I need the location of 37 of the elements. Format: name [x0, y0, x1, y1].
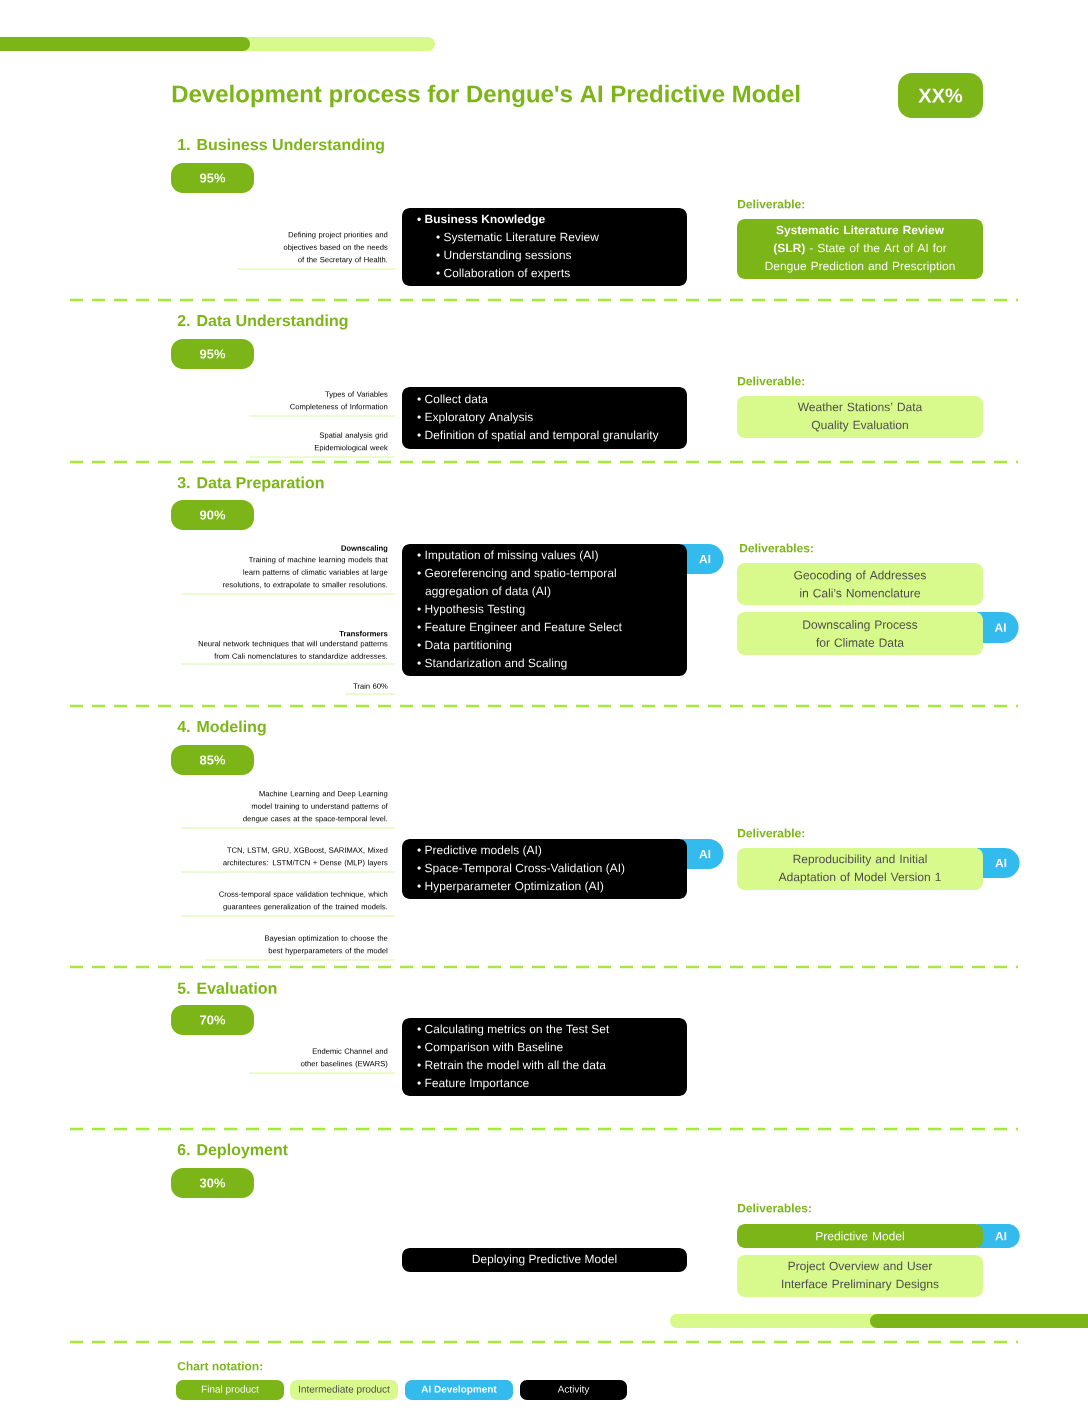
activity-box: • Collect data • Exploratory Analysis • Definition of spatial and temporal granularity: [402, 387, 687, 449]
title: Development process for Dengue's AI Predictive Model: [172, 84, 800, 108]
deliverable-box: Downscaling Process for Climate Data: [737, 612, 983, 655]
activity-box: • Imputation of missing values (AI) • Georeferencing and spatio-temporal aggregation of data (AI) • Hypothesis Testing • Feature Engineer and Feature Select • Data partitioning • Standarization and Scaling: [402, 544, 687, 676]
deliverable-box: Predictive Model: [737, 1224, 983, 1248]
deliverable-box: Reproducibility and Initial Adaptation of Model Version 1: [737, 848, 983, 890]
deliverable-heading: Deliverables:: [740, 543, 813, 553]
percent-badge: 70%: [171, 1005, 254, 1035]
deliverable-box: Weather Stations’ Data Quality Evaluation: [737, 396, 983, 438]
activity-box: • Business Knowledge • Systematic Literature Review • Understanding sessions • Collaboration of experts: [402, 208, 687, 286]
activity-box: • Predictive models (AI) • Space-Temporal Cross-Validation (AI) • Hyperparameter Optimization (AI): [402, 839, 687, 899]
section-heading: 1. Business Understanding: [178, 138, 384, 154]
deliverable-box: Project Overview and User Interface Preliminary Designs: [737, 1255, 983, 1297]
deliverable-box: Geocoding of Addresses in Cali’s Nomenclature: [737, 563, 983, 605]
percent-badge: 30%: [171, 1168, 254, 1198]
deliverable-heading: Deliverables:: [738, 1203, 811, 1213]
section-heading: 2. Data Understanding: [177, 314, 348, 330]
legend-key: Activity: [520, 1380, 627, 1400]
deliverable-heading: Deliverable:: [738, 199, 805, 209]
deliverable-heading: Deliverable:: [738, 376, 805, 386]
percent-badge: 95%: [171, 339, 254, 369]
section-heading: 3. Data Preparation: [177, 476, 324, 492]
legend-key: AI Development: [405, 1380, 513, 1400]
percent-badge: 90%: [171, 500, 254, 530]
section-heading: 4. Modeling: [177, 720, 266, 736]
activity-box: Deploying Predictive Model: [402, 1248, 687, 1272]
section-heading: 6. Deployment: [177, 1143, 288, 1159]
deliverable-heading: Deliverable:: [738, 828, 805, 838]
percent-badge: 95%: [171, 163, 254, 193]
section-heading: 5. Evaluation: [177, 982, 277, 994]
legend-key: Final product: [176, 1380, 284, 1400]
activity-box: • Calculating metrics on the Test Set • Comparison with Baseline • Retrain the model with all the data • Feature Importance: [402, 1018, 687, 1096]
legend-key: Intermediate product: [290, 1380, 398, 1400]
deliverable-box: Systematic Literature Review (SLR) - State of the Art of AI for Dengue Prediction and Prescription: [737, 219, 983, 279]
legend-title: Chart notation:: [177, 1361, 262, 1371]
percent-badge: XX%: [898, 73, 983, 118]
percent-badge: 85%: [171, 745, 254, 775]
